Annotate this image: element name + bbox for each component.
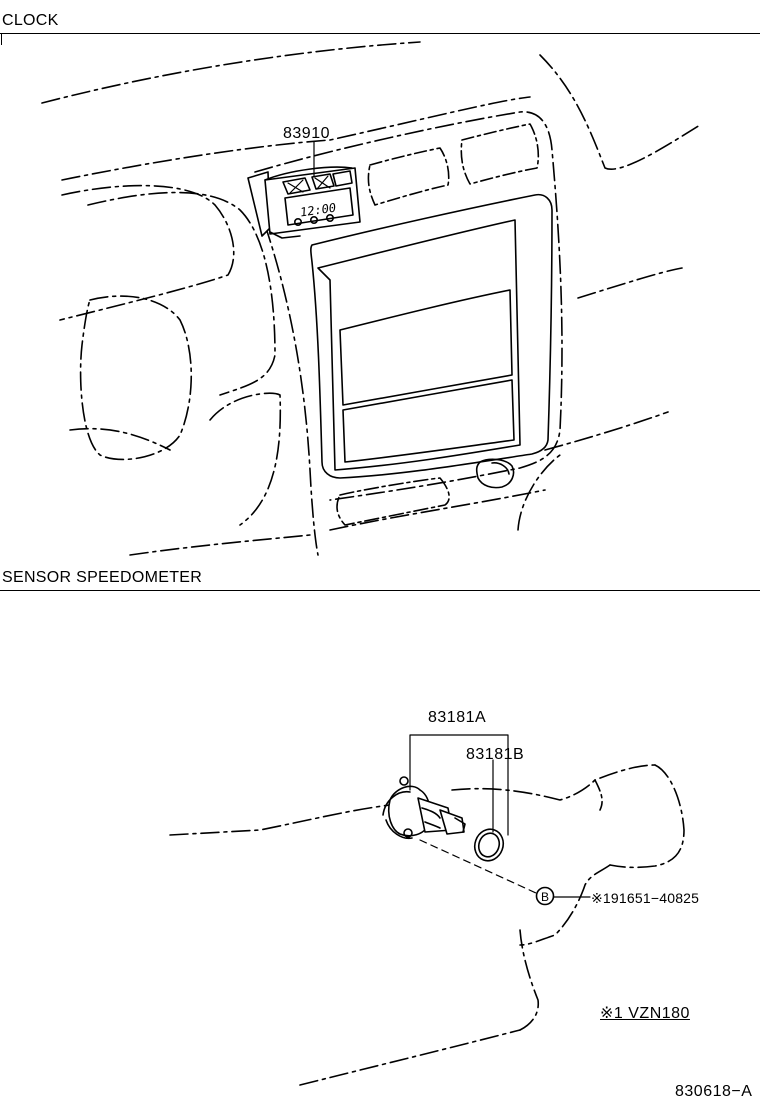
- clock-unit-top: [264, 166, 353, 181]
- audio-slot-lower: [342, 379, 515, 463]
- part-label-83910: 83910: [283, 125, 330, 142]
- transmission-upper: [451, 764, 656, 801]
- console-inner-lower: [329, 489, 546, 531]
- section-title-clock: CLOCK: [2, 12, 59, 29]
- console-lower-panel: [336, 477, 450, 526]
- sensor-detail: [421, 807, 441, 829]
- transmission-bell-top: [594, 779, 603, 811]
- console-bezel-left: [264, 224, 319, 556]
- clock-button-x1: [287, 179, 304, 194]
- transmission-bell: [609, 764, 685, 869]
- sensor-bolt-top: [399, 776, 409, 786]
- dash-right-low: [544, 411, 669, 451]
- part-label-83181b: 83181B: [466, 746, 525, 763]
- dash-bottom-right: [517, 454, 561, 531]
- audio-slot-upper: [339, 289, 513, 406]
- dash-meter-hood: [79, 295, 193, 461]
- transmission-top: [169, 804, 391, 836]
- dash-upper-line: [61, 96, 531, 181]
- part-label-83181a: 83181A: [428, 709, 487, 726]
- bracket-83181a: [409, 734, 509, 836]
- transmission-mid: [519, 864, 611, 946]
- vent-right: [460, 123, 540, 185]
- section-divider-clock-tick: [1, 33, 2, 45]
- part-label-callout-b: ※191651−40825: [591, 890, 700, 906]
- sensor-shaft-tip: [454, 817, 466, 833]
- console-knob: [475, 458, 515, 489]
- diagram-id: 830618−A: [675, 1083, 753, 1100]
- callout-b-circle: [535, 886, 555, 906]
- clock-button-1: [282, 177, 311, 195]
- transmission-bottom: [299, 1029, 521, 1086]
- dash-top-edge: [41, 41, 421, 104]
- leader-callout-b: [419, 839, 537, 894]
- sensor-flange: [382, 790, 413, 840]
- console-frame-inner: [317, 219, 521, 471]
- dash-right-edge: [539, 54, 701, 170]
- dash-right-mid: [577, 267, 683, 299]
- clock-button-2: [311, 173, 335, 190]
- dash-curve-mid: [87, 191, 276, 396]
- clock-button-3: [332, 170, 353, 187]
- section-title-sensor-speedometer: SENSOR SPEEDOMETER: [2, 569, 203, 586]
- clock-display-digits: 12:00: [299, 201, 337, 220]
- clock-bracket: [269, 231, 301, 239]
- section-divider-clock: [0, 33, 760, 34]
- clock-led-1: [293, 218, 302, 227]
- o-ring-outer: [473, 828, 505, 862]
- o-ring-inner: [477, 832, 501, 858]
- sensor-bolt-bottom: [403, 828, 413, 838]
- dash-curve-left: [59, 184, 235, 321]
- clock-unit-face: [284, 187, 354, 226]
- clock-led-2: [309, 216, 318, 225]
- console-bezel-outer: [254, 111, 563, 501]
- dash-lower-left: [129, 392, 311, 556]
- dash-left-lower: [69, 427, 171, 451]
- clock-led-3: [325, 214, 334, 223]
- vent-left: [367, 147, 450, 206]
- clock-button-x2: [314, 175, 331, 190]
- console-knob-front: [491, 462, 510, 475]
- transmission-lower: [519, 929, 540, 1031]
- section-divider-sensor: [0, 590, 760, 591]
- footnote-model: ※1 VZN180: [600, 1005, 690, 1022]
- sensor-shaft: [439, 809, 465, 835]
- callout-b-letter: B: [541, 890, 549, 904]
- console-frame-outer: [310, 193, 553, 479]
